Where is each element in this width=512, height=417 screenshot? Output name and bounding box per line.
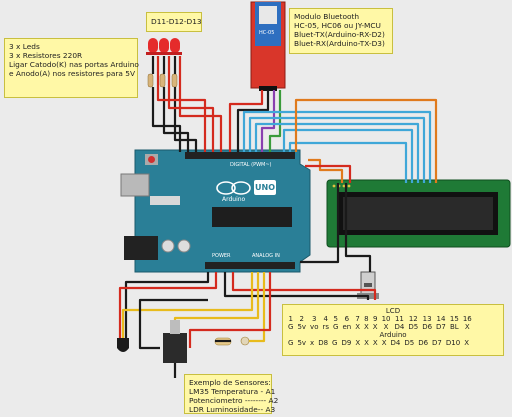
- arduino-pin-name: D8: [318, 339, 329, 347]
- lcd-pin-name: D6: [422, 323, 433, 331]
- arduino-pin-name: D7: [432, 339, 442, 347]
- lcd-pin-name: BL: [450, 323, 459, 331]
- bluetooth-note-line: Modulo Bluetooth: [294, 12, 360, 21]
- sensors-note: Exemplo de Sensores: LM35 Temperatura - …: [184, 374, 279, 414]
- pins-note: D11-D12-D13: [146, 12, 202, 32]
- pins-note-label: D11-D12-D13: [151, 17, 202, 26]
- lcd-pin-number: 13: [422, 315, 432, 323]
- sensor-potentiometer[interactable]: [163, 320, 187, 363]
- lcd-pin-name: en: [342, 323, 352, 331]
- lcd-pin-number: 10: [381, 315, 391, 323]
- lcd-pin-name: X: [372, 323, 378, 331]
- arduino-pin-name: G: [332, 339, 338, 347]
- arduino-pin-name: X: [355, 339, 361, 347]
- lcd-pin-name: 5v: [297, 323, 307, 331]
- leds-note-line: 3 x Resistores 220R: [9, 51, 83, 60]
- lcd-pin-name: D7: [436, 323, 446, 331]
- lm35-sensor[interactable]: [117, 338, 129, 352]
- lcd-pin-name: X: [364, 323, 369, 331]
- lcd-pin-name: G: [333, 323, 339, 331]
- lcd-pin-number: 6: [344, 315, 350, 323]
- arduino-pin-name: G: [288, 339, 294, 347]
- lcd-pin-number: 9: [372, 315, 378, 323]
- bluetooth-note: Modulo Bluetooth HC-05, HC06 ou JY-MCU B…: [289, 8, 393, 54]
- lcd-pin-number: 1: [288, 315, 293, 323]
- bluetooth-module[interactable]: [250, 1, 286, 91]
- lcd-pin-name: X: [355, 323, 360, 331]
- board-analog-label: ANALOG IN: [252, 253, 280, 259]
- lcd-pin-number: 8: [364, 315, 369, 323]
- bluetooth-note-line: Bluet-TX(Arduino-RX-D2): [294, 30, 385, 39]
- leds-note-line: 3 x Leds: [9, 42, 40, 51]
- bluetooth-note-line: HC-05, HC06 ou JY-MCU: [294, 21, 381, 30]
- lcd-pinout-title: LCD: [385, 307, 401, 315]
- lcd-pin-name: vo: [310, 323, 319, 331]
- arduino-pin-name: X: [381, 339, 387, 347]
- lcd-arduino-title: Arduino: [379, 331, 407, 339]
- arduino-pin-name: D4: [390, 339, 401, 347]
- led-d11[interactable]: [146, 38, 160, 55]
- board-digital-label: DIGITAL (PWM~): [230, 162, 272, 168]
- board-logo: UNO: [255, 183, 275, 192]
- led-resistors: [147, 73, 178, 88]
- leds-note-line: e Anodo(A) nos resistores para 5V: [9, 69, 136, 78]
- leds[interactable]: [146, 38, 182, 55]
- arduino-pin-name: D5: [404, 339, 415, 347]
- lcd-module[interactable]: [326, 179, 511, 248]
- lcd-pin-name: G: [288, 323, 294, 331]
- arduino-pin-name: X: [372, 339, 378, 347]
- lcd-pin-name: D5: [408, 323, 419, 331]
- board-brand: Arduino: [222, 196, 246, 203]
- bluetooth-note-line: Bluet-RX(Arduino-TX-D3): [294, 39, 385, 48]
- lcd-pin-number: 16: [462, 315, 472, 323]
- lcd-pin-number: 5: [333, 315, 338, 323]
- arduino-pin-name: X: [464, 339, 469, 347]
- arduino-pin-name: 5v: [297, 339, 307, 347]
- lcd-pin-name: X: [383, 323, 389, 331]
- arduino-pin-name: D6: [418, 339, 429, 347]
- lcd-pin-number: 3: [312, 315, 317, 323]
- arduino-uno-board[interactable]: [120, 149, 311, 273]
- sensors-note-line: LDR Luminosidade-- A3: [189, 405, 276, 414]
- lcd-pin-number: 14: [436, 315, 446, 323]
- leds-note-line: Ligar Catodo(K) nas portas Arduino: [9, 60, 139, 69]
- lcd-pin-number: 7: [355, 315, 360, 323]
- bt-chip-text: HC-05: [259, 30, 275, 36]
- led-d12[interactable]: [157, 38, 171, 55]
- wires: [118, 56, 438, 378]
- lcd-pin-number: 4: [323, 315, 328, 323]
- lcd-pin-name: D4: [394, 323, 405, 331]
- sensors-note-line: LM35 Temperatura - A1: [189, 387, 276, 396]
- board-power-label: POWER: [212, 253, 231, 259]
- lcd-pin-name: X: [464, 323, 470, 331]
- sensors-note-line: Potenciometro -------- A2: [189, 396, 279, 405]
- sensors-note-line: Exemplo de Sensores:: [189, 378, 271, 387]
- leds-note: 3 x Leds 3 x Resistores 220R Ligar Catod…: [4, 38, 139, 98]
- lcd-pin-number: 11: [394, 315, 404, 323]
- arduino-pin-name: X: [364, 339, 369, 347]
- arduino-pin-name: D9: [341, 339, 352, 347]
- lcd-pin-name: rs: [322, 323, 330, 331]
- arduino-pin-name: D10: [445, 339, 461, 347]
- arduino-pin-name: x: [310, 339, 315, 347]
- lcd-pin-number: 15: [449, 315, 459, 323]
- lcd-pin-number: 2: [299, 315, 304, 323]
- led-d13[interactable]: [168, 38, 182, 55]
- lcd-pin-number: 12: [408, 315, 418, 323]
